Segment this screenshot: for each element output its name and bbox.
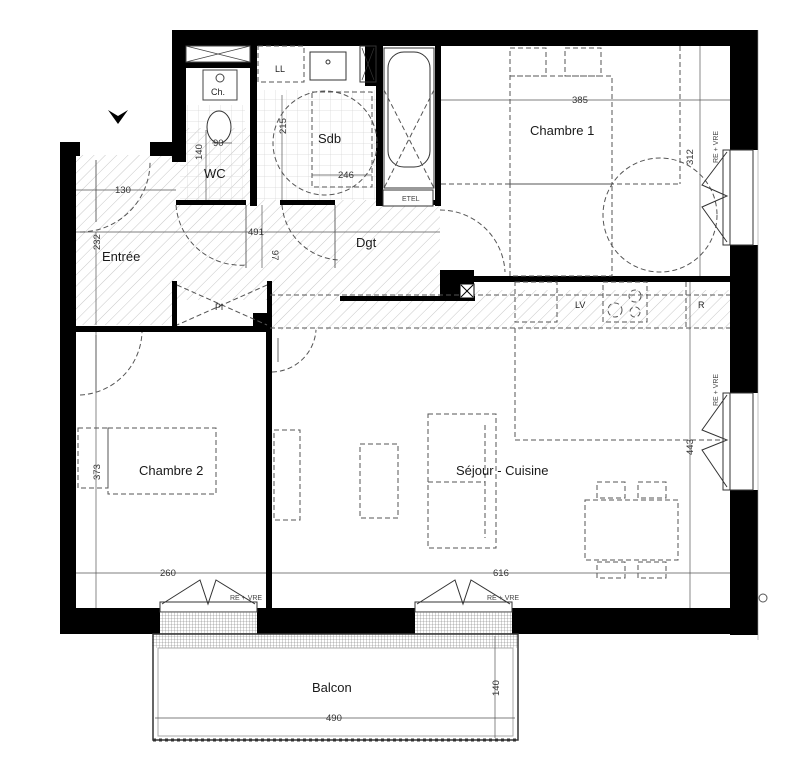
room-label-chambre2: Chambre 2	[139, 463, 203, 478]
balcony	[152, 633, 519, 742]
fixture-ll: LL	[275, 64, 285, 74]
dim-wc-depth: 140	[194, 144, 205, 160]
furniture-outlines	[77, 45, 730, 579]
room-label-chambre1: Chambre 1	[530, 123, 594, 138]
circulation-hatch	[76, 128, 730, 330]
dim-chambre1-depth: 312	[685, 149, 696, 165]
dim-sejour-depth: 443	[685, 439, 696, 455]
room-labels: Entrée WC Sdb Chambre 1 Dgt Chambre 2 Sé…	[102, 123, 594, 695]
windows	[159, 149, 754, 634]
fixture-etel: ETEL	[402, 196, 420, 203]
fixture-r: R	[698, 300, 705, 310]
fixture-ch: Ch.	[211, 87, 225, 97]
dim-sdb-width: 246	[338, 170, 354, 181]
dim-chambre1-width: 385	[572, 95, 588, 106]
dim-entree-depth: 232	[92, 234, 103, 250]
dim-dgt-length: 491	[248, 227, 264, 238]
dim-sejour-width: 616	[493, 568, 509, 579]
room-label-wc: WC	[204, 166, 226, 181]
entry-arrow-icon	[108, 110, 128, 124]
dim-chambre2-width: 260	[160, 568, 176, 579]
fixture-labels: LL Ch. ETEL Pl LV R RE + VRE RE + VRE RE…	[211, 64, 720, 602]
room-label-dgt: Dgt	[356, 235, 377, 250]
window-note-chambre2: RE + VRE	[230, 595, 262, 602]
dimension-labels: 90 140 215 246 130 232 491 97 385 312 37…	[92, 95, 696, 724]
dim-sdb-depth: 215	[278, 118, 289, 134]
dim-entree-width: 130	[115, 185, 131, 196]
dim-wc-width: 90	[213, 138, 224, 149]
walls	[60, 30, 758, 635]
dim-dgt-width: 97	[269, 250, 280, 261]
window-note-chambre1: RE + VRE	[713, 131, 720, 163]
dim-balcon-depth: 140	[491, 680, 502, 696]
fixture-pl: Pl	[215, 302, 223, 312]
room-label-entree: Entrée	[102, 249, 140, 264]
room-label-sdb: Sdb	[318, 131, 341, 146]
window-note-sejour-right: RE + VRE	[713, 374, 720, 406]
room-label-balcon: Balcon	[312, 680, 352, 695]
fixture-lv: LV	[575, 300, 585, 310]
room-label-sejour: Séjour - Cuisine	[456, 463, 549, 478]
dim-balcon-width: 490	[326, 713, 342, 724]
north-marker-icon	[758, 593, 768, 603]
tiled-wet-areas	[180, 90, 382, 200]
dimension-lines	[76, 46, 730, 738]
window-note-sejour: RE + VRE	[487, 595, 519, 602]
dim-chambre2-depth: 373	[92, 464, 103, 480]
